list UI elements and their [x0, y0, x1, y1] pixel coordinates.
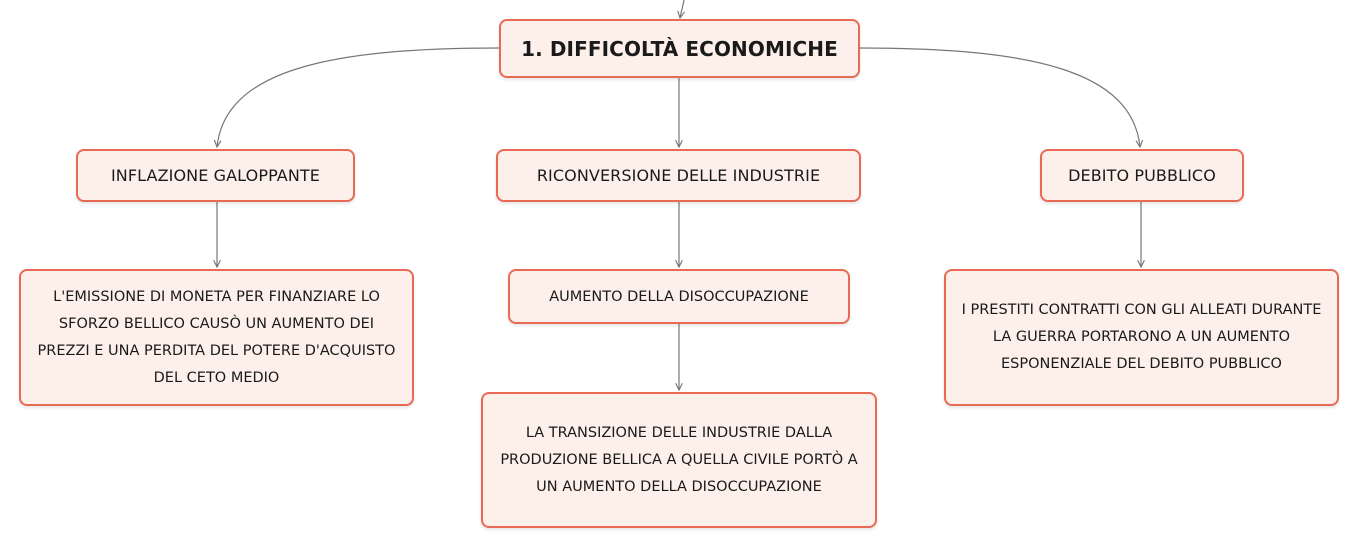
- topic-node-debito[interactable]: DEBITO PUBBLICO: [1040, 149, 1244, 202]
- topic-node-label: RICONVERSIONE DELLE INDUSTRIE: [536, 166, 821, 185]
- detail-node-debito[interactable]: I PRESTITI CONTRATTI CON GLI ALLEATI DUR…: [944, 269, 1339, 406]
- detail-node-inflazione[interactable]: L'EMISSIONE DI MONETA PER FINANZIARE LO …: [19, 269, 414, 406]
- detail-node-transizione[interactable]: LA TRANSIZIONE DELLE INDUSTRIE DALLA PRO…: [481, 392, 877, 528]
- subtopic-node-label: AUMENTO DELLA DISOCCUPAZIONE: [549, 288, 809, 305]
- connector-incoming-root: [680, 0, 684, 18]
- subtopic-node-disoccupazione[interactable]: AUMENTO DELLA DISOCCUPAZIONE: [508, 269, 850, 324]
- root-node-difficolta-economiche[interactable]: 1. DIFFICOLTÀ ECONOMICHE: [499, 19, 860, 78]
- topic-node-label: DEBITO PUBBLICO: [1068, 166, 1216, 185]
- root-node-label: 1. DIFFICOLTÀ ECONOMICHE: [521, 36, 838, 61]
- detail-node-text: L'EMISSIONE DI MONETA PER FINANZIARE LO …: [37, 288, 396, 386]
- topic-node-inflazione[interactable]: INFLAZIONE GALOPPANTE: [76, 149, 355, 202]
- topic-node-riconversione[interactable]: RICONVERSIONE DELLE INDUSTRIE: [496, 149, 861, 202]
- detail-node-text: LA TRANSIZIONE DELLE INDUSTRIE DALLA PRO…: [500, 424, 858, 495]
- connector-root-inflazione: [217, 47, 500, 147]
- connector-root-debito: [859, 47, 1140, 147]
- topic-node-label: INFLAZIONE GALOPPANTE: [110, 166, 320, 185]
- detail-node-text: I PRESTITI CONTRATTI CON GLI ALLEATI DUR…: [961, 302, 1322, 372]
